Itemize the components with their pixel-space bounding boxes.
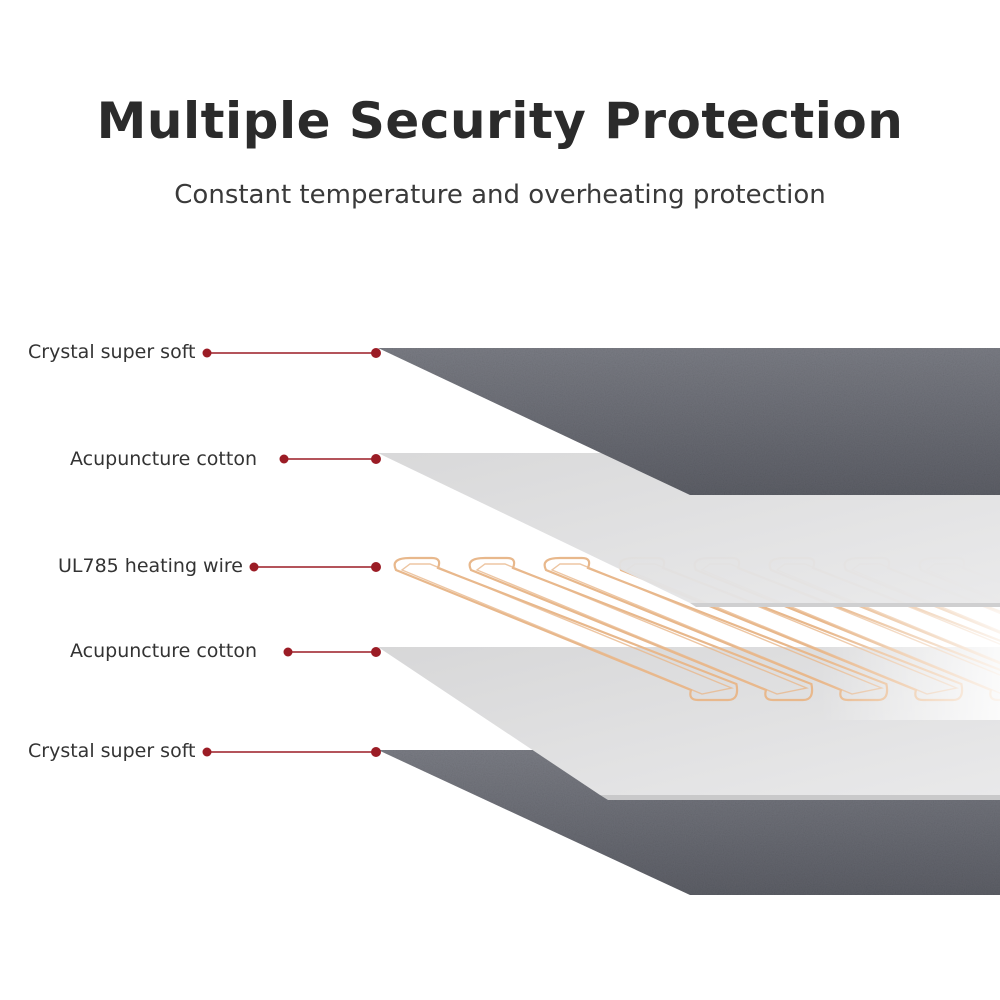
label-crystal-super-soft-bottom: Crystal super soft [28, 740, 196, 762]
label-acupuncture-cotton-upper: Acupuncture cotton [70, 448, 257, 470]
leader-dot-4-1 [371, 747, 381, 757]
leader-dot-2-0 [249, 562, 259, 572]
layer-plush-top [378, 348, 1000, 495]
label-acupuncture-cotton-lower: Acupuncture cotton [70, 640, 257, 662]
leader-dot-1-1 [371, 454, 381, 464]
leader-dot-3-1 [371, 647, 381, 657]
leader-dot-0-1 [371, 348, 381, 358]
label-ul785-heating-wire: UL785 heating wire [58, 555, 243, 577]
page-subtitle: Constant temperature and overheating pro… [174, 180, 826, 210]
leader-dot-3-0 [283, 647, 293, 657]
leader-dot-0-0 [202, 348, 212, 358]
label-crystal-super-soft-top: Crystal super soft [28, 341, 196, 363]
leader-dot-2-1 [371, 562, 381, 572]
page-title: Multiple Security Protection [96, 92, 904, 150]
leader-dot-1-0 [279, 454, 289, 464]
leader-dot-4-0 [202, 747, 212, 757]
leader-lines [202, 348, 381, 757]
